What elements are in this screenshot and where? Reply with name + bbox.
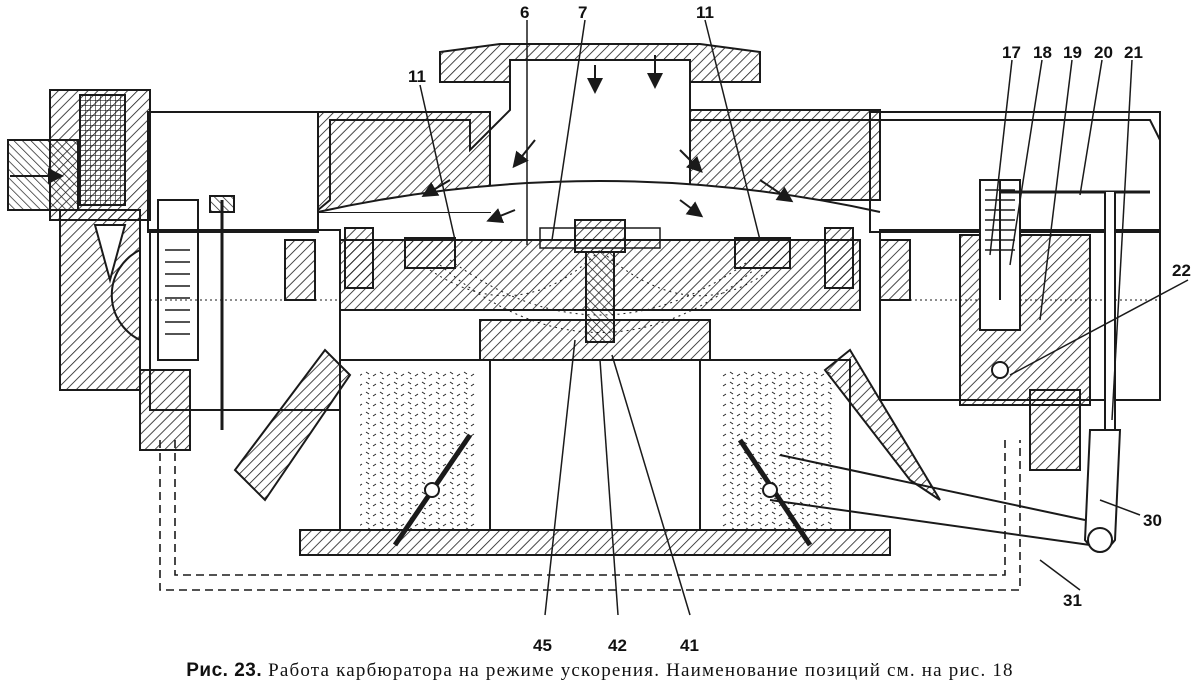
air-flow-arrows: [421, 55, 794, 223]
callout-7: 7: [578, 3, 588, 22]
throttle-valves: [392, 433, 813, 547]
carburetor-cross-section: [7, 19, 1189, 616]
accelerator-lever: [769, 389, 1122, 553]
callout-19: 19: [1063, 43, 1082, 62]
callout-18: 18: [1033, 43, 1052, 62]
accelerator-pump: [139, 195, 235, 451]
callout-20: 20: [1094, 43, 1113, 62]
callout-11-right: 11: [696, 3, 714, 22]
caption-text: Работа карбюратора на режиме ускорения. …: [268, 660, 1014, 681]
callout-31: 31: [1063, 591, 1082, 610]
float-chamber-left: [110, 229, 341, 411]
fuel-inlet-filter: [7, 89, 151, 391]
callout-17: 17: [1002, 43, 1021, 62]
fuel-spray: [429, 249, 771, 333]
air-horn-cover: [147, 43, 1161, 233]
callout-41: 41: [680, 636, 699, 655]
caption-prefix: Рис. 23.: [186, 660, 263, 681]
callout-45: 45: [533, 636, 552, 655]
nozzles: [284, 219, 911, 343]
callout-21: 21: [1124, 43, 1143, 62]
balance-lines: [159, 440, 1021, 591]
callout-42: 42: [608, 636, 627, 655]
pump-discharge-tube: [233, 348, 941, 502]
leader-lines: [419, 19, 1189, 616]
figure-caption: Рис. 23. Работа карбюратора на режиме ус…: [0, 660, 1200, 682]
callout-6: 6: [520, 3, 530, 22]
callout-30: 30: [1143, 511, 1162, 530]
float-chamber-right: [879, 179, 1161, 520]
callout-11-left: 11: [408, 67, 426, 86]
callout-22: 22: [1172, 261, 1191, 280]
